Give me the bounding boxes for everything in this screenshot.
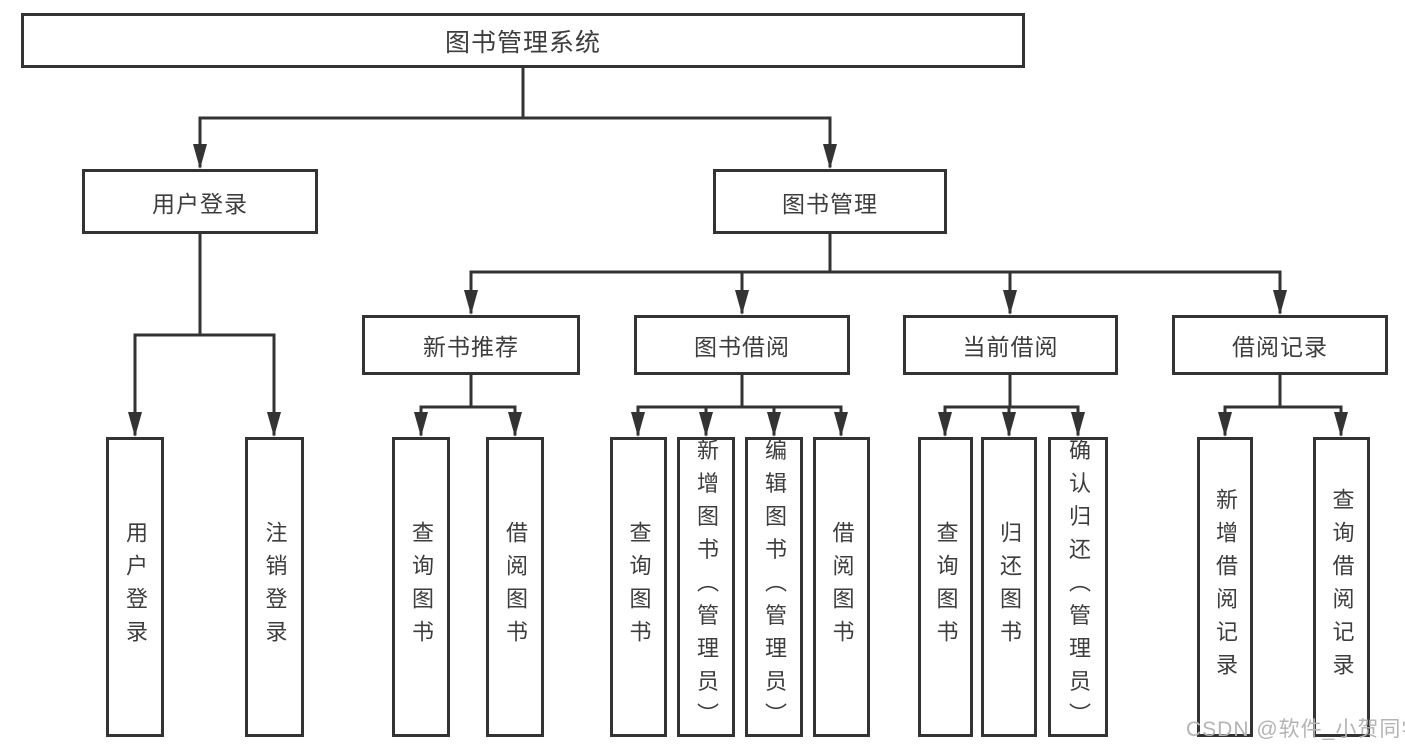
node-label: 新增图书（管理员） bbox=[694, 438, 719, 736]
node-label: 借阅图书 bbox=[829, 521, 855, 653]
arrow-down-icon bbox=[414, 412, 428, 437]
node-query-books-borrow: 查询图书 bbox=[610, 437, 667, 737]
node-label: 用户登录 bbox=[123, 521, 148, 653]
node-label: 新书推荐 bbox=[423, 334, 519, 360]
arrow-down-icon bbox=[1334, 412, 1348, 437]
node-label: 编辑图书（管理员） bbox=[762, 438, 787, 736]
node-borrow-books-borrow: 借阅图书 bbox=[813, 437, 870, 737]
arrow-down-icon bbox=[464, 290, 478, 315]
node-user-login-branch: 用户登录 bbox=[82, 169, 318, 234]
arrow-down-icon bbox=[1003, 290, 1017, 315]
node-label: 图书借阅 bbox=[694, 334, 790, 360]
node-borrow-records: 借阅记录 bbox=[1172, 315, 1388, 375]
arrow-down-icon bbox=[823, 144, 837, 169]
node-label: 查询图书 bbox=[409, 521, 434, 653]
arrow-down-icon bbox=[193, 144, 207, 169]
node-label: 图书管理系统 bbox=[444, 28, 601, 57]
arrow-down-icon bbox=[1002, 412, 1016, 437]
connector-records-to-leaves bbox=[1223, 373, 1343, 436]
node-label: 查询图书 bbox=[626, 521, 652, 653]
node-label: 借阅记录 bbox=[1232, 334, 1328, 360]
node-query-books-recommend: 查询图书 bbox=[392, 437, 450, 737]
node-label: 图书管理 bbox=[782, 190, 878, 217]
node-book-management-system: 图书管理系统 bbox=[21, 13, 1025, 68]
node-book-borrowing: 图书借阅 bbox=[634, 315, 850, 375]
arrow-down-icon bbox=[767, 412, 781, 437]
node-query-borrow-record: 查询借阅记录 bbox=[1313, 437, 1370, 737]
arrow-down-icon bbox=[128, 412, 142, 437]
node-label: 借阅图书 bbox=[503, 521, 528, 653]
node-query-books-current: 查询图书 bbox=[918, 437, 973, 737]
connector-newbooks-to-leaves bbox=[419, 373, 517, 436]
arrow-down-icon bbox=[1273, 290, 1287, 315]
node-borrow-books-recommend: 借阅图书 bbox=[486, 437, 544, 737]
node-label: 查询图书 bbox=[933, 521, 959, 653]
connector-bookborrow-to-leaves bbox=[636, 373, 843, 436]
arrow-down-icon bbox=[834, 412, 848, 437]
connector-currentborrow-to-leaves bbox=[943, 373, 1080, 436]
node-return-books: 归还图书 bbox=[981, 437, 1037, 737]
connector-paths bbox=[133, 66, 1343, 436]
arrow-down-icon bbox=[508, 412, 522, 437]
node-edit-books-admin: 编辑图书（管理员） bbox=[745, 437, 803, 737]
node-book-management: 图书管理 bbox=[713, 169, 947, 234]
node-label: 当前借阅 bbox=[962, 334, 1059, 360]
node-new-book-recommend: 新书推荐 bbox=[362, 315, 580, 375]
node-add-borrow-record: 新增借阅记录 bbox=[1197, 437, 1253, 737]
node-label: 确认归还（管理员） bbox=[1066, 438, 1091, 736]
connector-bookmgmt-to-level3 bbox=[469, 232, 1282, 314]
node-label: 归还图书 bbox=[997, 521, 1022, 653]
arrow-down-icon bbox=[1071, 412, 1085, 437]
node-add-books-admin: 新增图书（管理员） bbox=[677, 437, 735, 737]
node-label: 用户登录 bbox=[152, 190, 248, 217]
arrow-down-icon bbox=[267, 412, 281, 437]
arrow-down-icon bbox=[1218, 412, 1232, 437]
node-confirm-return-admin: 确认归还（管理员） bbox=[1048, 437, 1108, 737]
arrow-down-icon bbox=[631, 412, 645, 437]
node-user-login: 用户登录 bbox=[106, 437, 164, 737]
connector-userlogin-to-leaves bbox=[133, 232, 276, 436]
arrow-down-icon bbox=[699, 412, 713, 437]
node-current-borrowing: 当前借阅 bbox=[903, 315, 1118, 375]
watermark: CSDN @软件_小贺同学 bbox=[1186, 718, 1405, 741]
arrow-down-icon bbox=[735, 290, 749, 315]
arrow-down-icon bbox=[938, 412, 952, 437]
node-label: 注销登录 bbox=[262, 521, 288, 653]
node-label: 新增借阅记录 bbox=[1213, 488, 1238, 686]
connector-root-to-level2 bbox=[198, 66, 832, 168]
node-label: 查询借阅记录 bbox=[1329, 488, 1355, 686]
node-logout: 注销登录 bbox=[245, 437, 304, 737]
